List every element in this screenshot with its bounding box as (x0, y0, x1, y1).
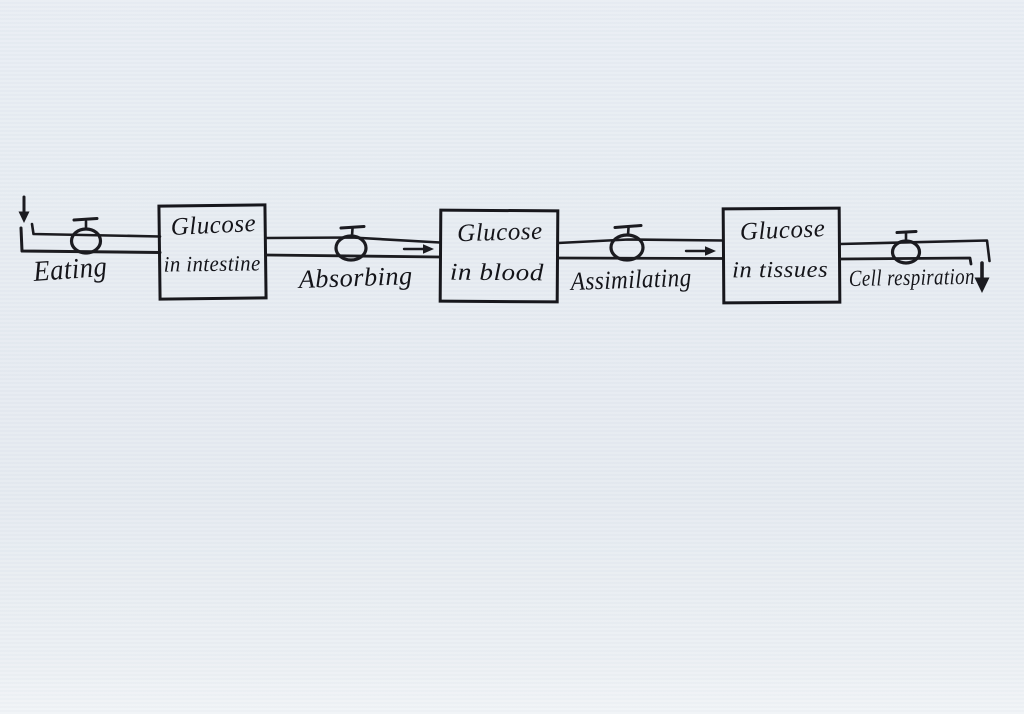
pipe-intestine-to-blood (264, 236, 442, 259)
stock-label-line1: Glucose (457, 218, 543, 247)
pipe-top-line (30, 222, 162, 238)
stock-box (721, 206, 842, 305)
pipe-blood-to-tissues (556, 238, 725, 260)
flow-label-absorbing: Absorbing (296, 261, 413, 294)
inflow-source (18, 195, 162, 254)
flow-label-eating: Eating (31, 251, 108, 288)
valve-stem (350, 227, 354, 238)
eating-valve-icon (69, 217, 103, 255)
valve-stem (626, 226, 630, 237)
stock-glucose-in-intestine: Glucose in intestine (157, 203, 268, 301)
pipe-bottom-line (264, 253, 442, 259)
pipe-tissues-to-sink (838, 239, 991, 293)
stock-box (438, 208, 560, 304)
absorbing-valve-icon (334, 225, 368, 262)
pipe-top-line (838, 239, 991, 263)
flow-arrow-head-icon (705, 246, 716, 256)
stock-glucose-in-tissues: Glucose in tissues (721, 206, 842, 305)
pipe-top-line (264, 236, 442, 244)
pipe-bottom-line (556, 256, 725, 260)
valve-handle (895, 230, 918, 234)
stock-box (157, 203, 268, 301)
stock-label-line2: in intestine (163, 250, 260, 276)
pipe-bottom-line (19, 226, 162, 254)
stock-label-line2: in blood (450, 260, 545, 287)
outflow-arrow-head-icon (974, 277, 990, 293)
flow-label-assimilating: Assimilating (568, 263, 692, 296)
stock-label-line1: Glucose (739, 215, 825, 246)
stock-label-line2: in tissues (732, 257, 828, 283)
valve-body (69, 227, 103, 255)
flow-label-cell-respiration: Cell respiration (849, 264, 975, 291)
assimilating-valve-icon (609, 224, 645, 262)
valve-handle (72, 217, 99, 222)
stock-label-line1: Glucose (170, 210, 257, 241)
pipe-top-line (556, 238, 725, 245)
valve-handle (339, 225, 366, 230)
valve-handle (613, 224, 643, 229)
cell-respiration-valve-icon (890, 230, 922, 265)
flow-arrow-head-icon (423, 244, 434, 254)
inflow-arrow-head-icon (18, 211, 30, 223)
pipe-bottom-line (838, 256, 973, 266)
stock-glucose-in-blood: Glucose in blood (438, 208, 560, 304)
